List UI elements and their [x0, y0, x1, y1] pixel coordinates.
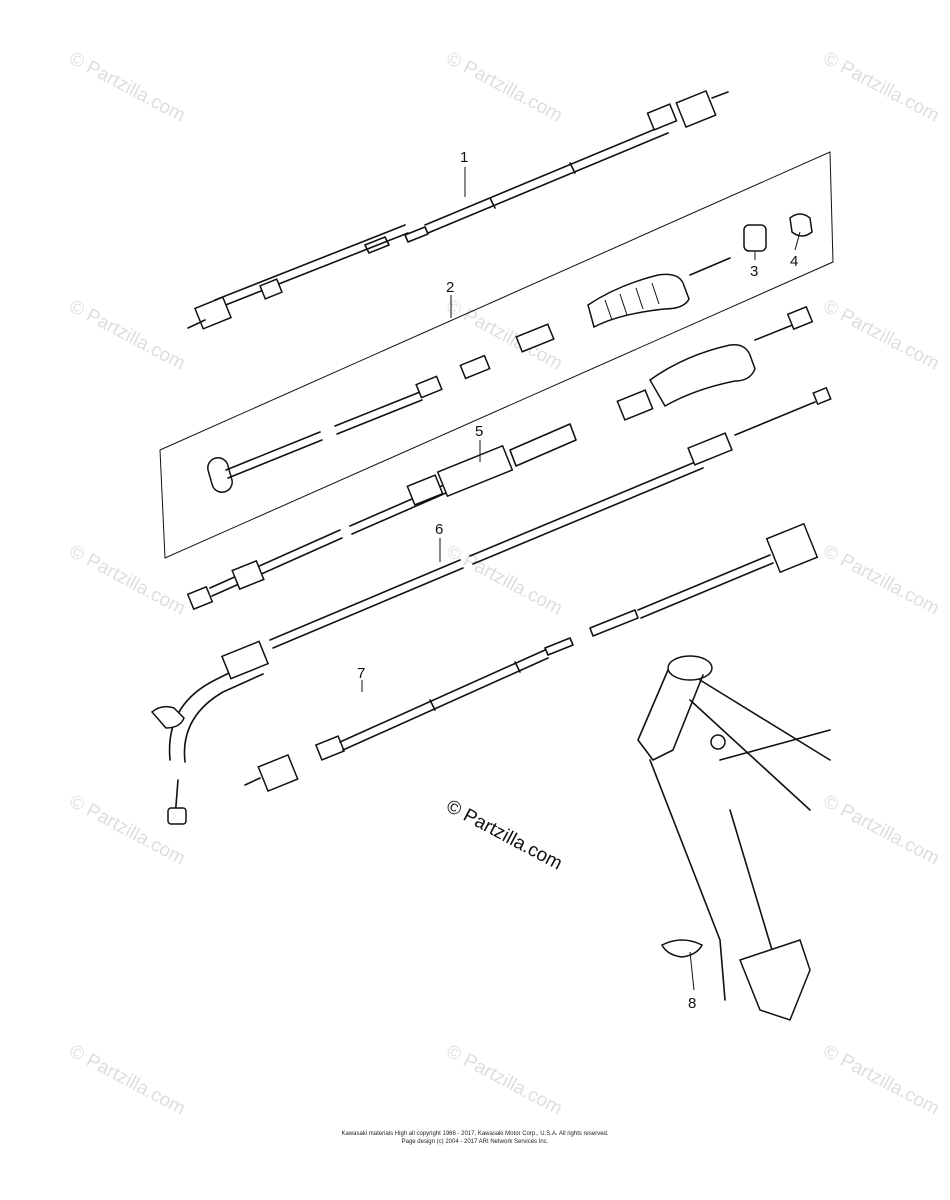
leader-lines — [361, 167, 801, 991]
callout-6: 6 — [435, 521, 443, 538]
watermark: © Partzilla.com — [820, 296, 943, 375]
watermark: © Partzilla.com — [443, 1041, 566, 1120]
watermark: © Partzilla.com — [443, 541, 566, 620]
part-2-cable — [207, 257, 731, 493]
frame-section — [637, 655, 831, 1021]
watermark: © Partzilla.com — [66, 48, 189, 127]
watermark: © Partzilla.com — [443, 48, 566, 127]
callout-5: 5 — [475, 423, 483, 440]
kit-group-frame — [159, 151, 834, 559]
part-1-cable — [187, 89, 729, 330]
copyright-line-1: Kawasaki materials High all copyright 19… — [341, 1131, 609, 1137]
callout-3: 3 — [750, 263, 758, 280]
watermark: © Partzilla.com — [66, 791, 189, 870]
watermark: © Partzilla.com — [66, 541, 189, 620]
callout-4: 4 — [790, 253, 798, 270]
main-watermark: © Partzilla.com — [443, 796, 566, 875]
watermark: © Partzilla.com — [66, 296, 189, 375]
watermark: © Partzilla.com — [820, 1041, 943, 1120]
part-8-clamp — [660, 939, 704, 958]
copyright-line-2: Page design (c) 2004 - 2017 ARI Network … — [401, 1139, 549, 1145]
callout-1: 1 — [460, 149, 468, 166]
part-3-sleeve — [743, 224, 767, 252]
watermark: © Partzilla.com — [820, 791, 943, 870]
callout-2: 2 — [446, 279, 454, 296]
callout-7: 7 — [357, 665, 365, 682]
watermark: © Partzilla.com — [820, 48, 943, 127]
part-6-cable — [150, 386, 832, 825]
callouts: 1 2 3 4 5 6 7 8 — [357, 149, 798, 1012]
copyright-footer: Kawasaki materials High all copyright 19… — [0, 1130, 950, 1146]
watermark: © Partzilla.com — [66, 1041, 189, 1120]
part-7-cable — [244, 522, 819, 793]
watermark: © Partzilla.com — [820, 541, 943, 620]
watermark-layer: © Partzilla.com © Partzilla.com © Partzi… — [66, 48, 943, 1120]
part-5-cable — [186, 305, 814, 611]
callout-8: 8 — [688, 995, 696, 1012]
part-4-nut — [789, 213, 813, 237]
